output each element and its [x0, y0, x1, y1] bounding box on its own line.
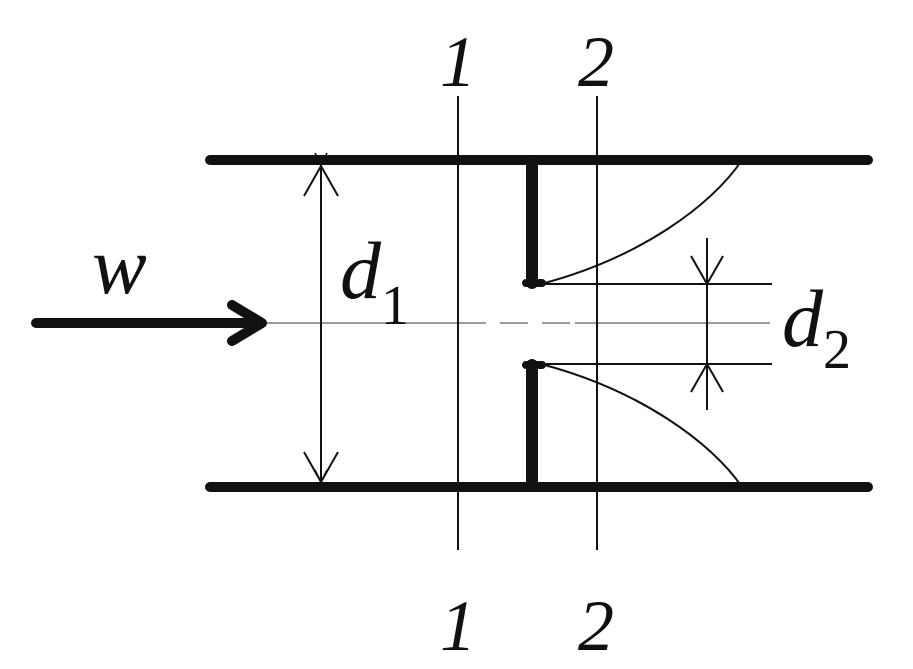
d2-label-main: d: [782, 273, 824, 364]
d2-dimension-arrows: [690, 238, 724, 410]
d1-arrowheads: [303, 163, 339, 485]
orifice-plate: [522, 159, 546, 488]
section-1-top-label: 1: [440, 22, 476, 102]
section-1-bottom-label: 1: [440, 586, 476, 666]
d1-label-main: d: [340, 225, 382, 316]
d1-label-subscript: 1: [381, 275, 409, 337]
d2-label-subscript: 2: [823, 319, 851, 381]
d2-label: d2: [782, 273, 851, 381]
jet-boundary-upper: [540, 159, 743, 285]
d1-label: d1: [340, 225, 409, 337]
section-2-bottom-label: 2: [578, 586, 614, 666]
flow-velocity-label: w: [92, 220, 147, 311]
section-2-top-label: 2: [578, 22, 614, 102]
flow-arrow: [31, 300, 267, 346]
jet-boundary-lower: [540, 363, 743, 488]
